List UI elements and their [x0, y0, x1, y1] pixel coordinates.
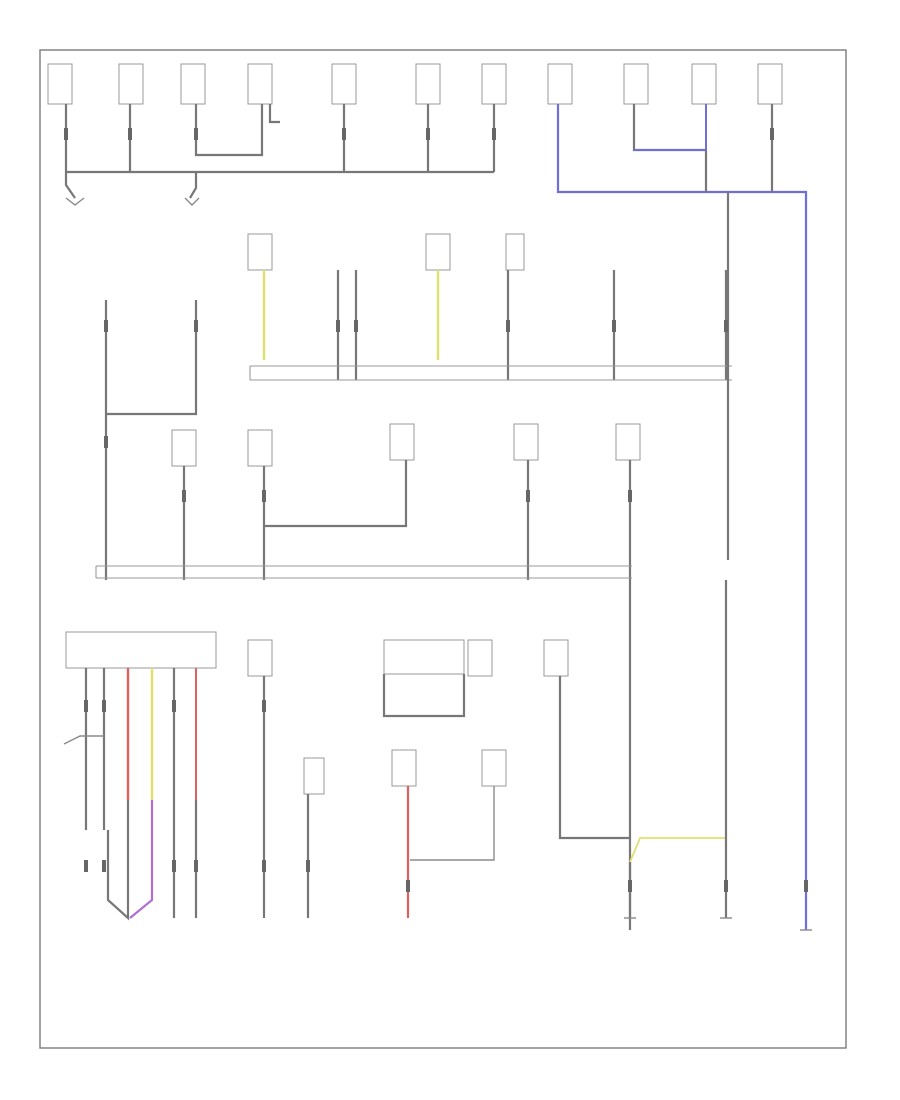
yellow-wire — [629, 837, 726, 863]
component-box — [389, 423, 415, 461]
top-wires — [64, 104, 808, 930]
component-box — [383, 639, 465, 675]
component-box — [481, 749, 507, 787]
component-box — [505, 233, 525, 271]
top-components — [47, 63, 783, 105]
component-box — [513, 423, 539, 461]
component-box — [691, 63, 717, 105]
component-box — [331, 63, 357, 105]
component-box — [180, 63, 206, 105]
ground-symbols — [65, 197, 200, 206]
purple-wire — [129, 800, 154, 919]
component-box — [481, 63, 507, 105]
component-box — [303, 757, 325, 795]
bottom-group — [63, 580, 728, 921]
component-box — [65, 631, 217, 669]
component-box — [467, 639, 493, 677]
diagram-frame — [39, 49, 847, 1049]
bottom-ground-symbols — [624, 917, 812, 931]
blue-wire — [634, 104, 707, 151]
component-box — [425, 233, 451, 271]
component-box — [47, 63, 73, 105]
component-box — [615, 423, 641, 461]
second-group — [247, 192, 732, 560]
component-box — [543, 639, 569, 677]
component-box — [415, 63, 441, 105]
component-box — [118, 63, 144, 105]
connector-marks — [64, 128, 808, 892]
component-box — [247, 63, 273, 105]
component-box — [757, 63, 783, 105]
blue-wire — [556, 104, 808, 930]
third-group — [95, 423, 641, 930]
component-box — [247, 639, 273, 677]
component-box — [171, 429, 197, 467]
component-box — [247, 429, 273, 467]
component-box — [391, 749, 417, 787]
component-box — [623, 63, 649, 105]
component-box — [247, 233, 273, 271]
component-box — [547, 63, 573, 105]
